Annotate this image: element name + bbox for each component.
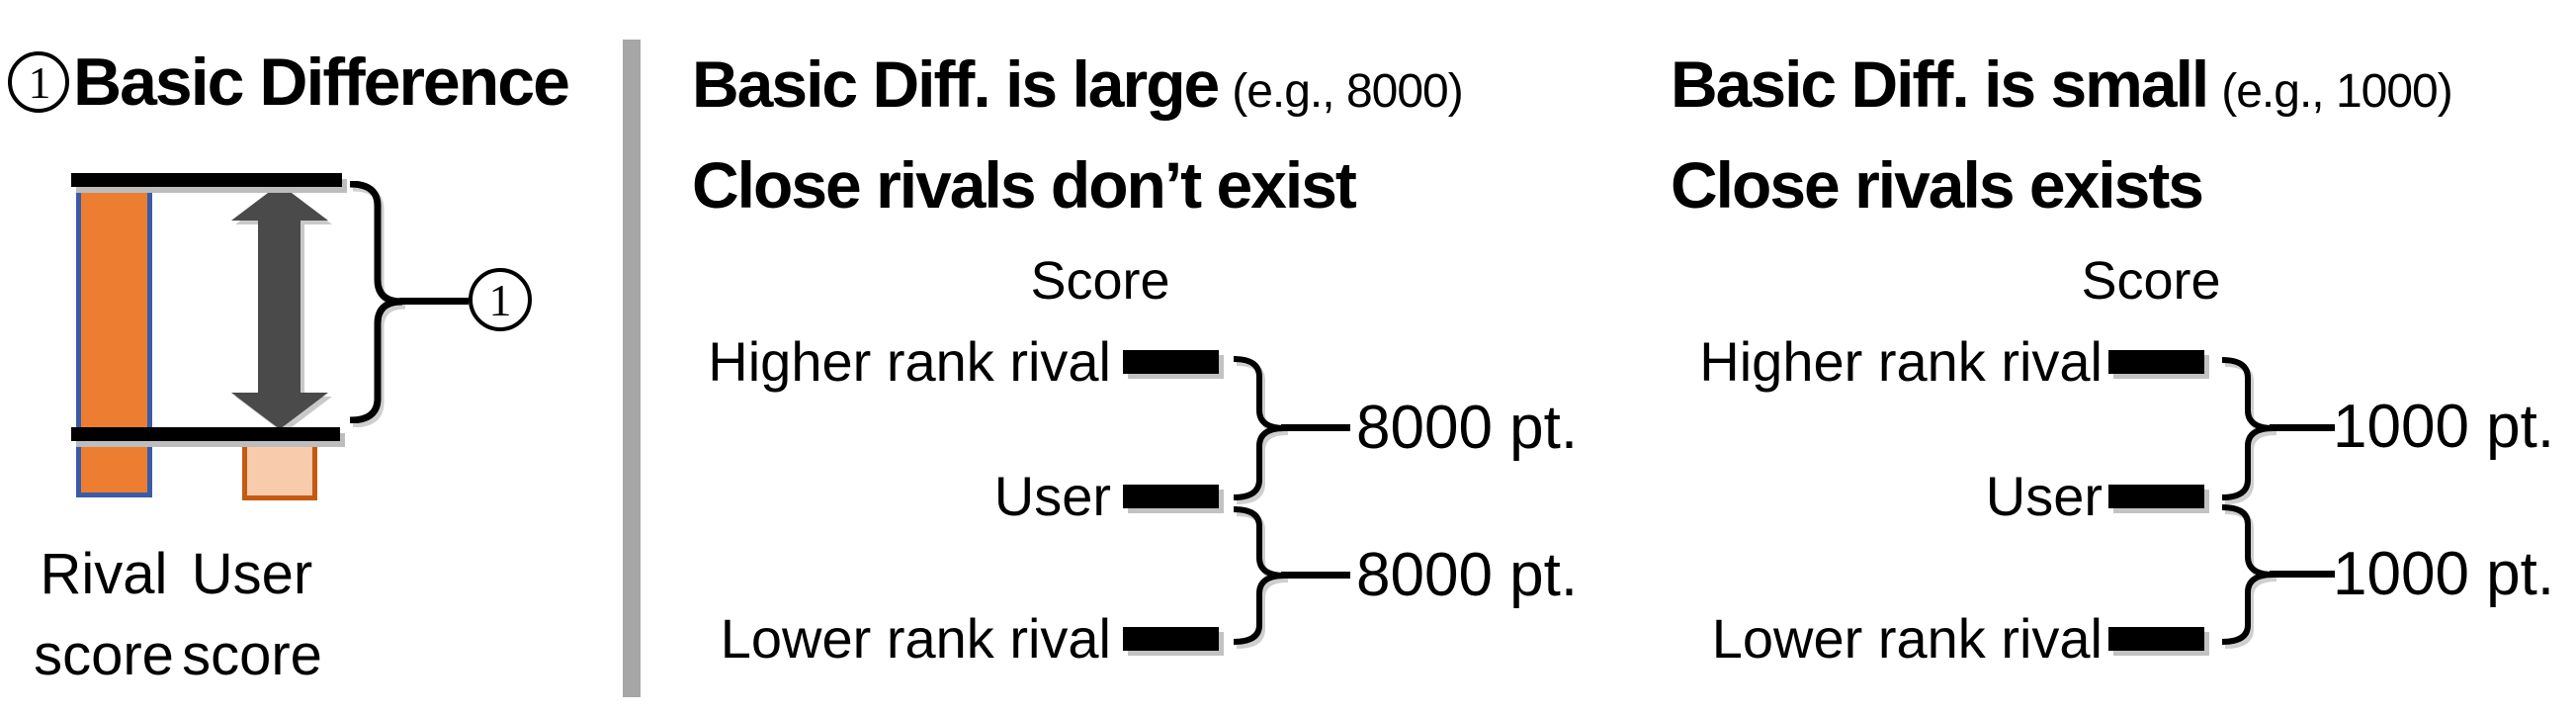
callout-circled-one: 1 xyxy=(469,268,532,331)
middle-lower-rank-rival-label: Lower rank rival xyxy=(720,607,1111,670)
right-title-text: Basic Diff. is small xyxy=(1671,47,2209,121)
middle-lower-rival-score-dash xyxy=(1123,627,1219,651)
user-label-line1: User xyxy=(191,542,313,606)
user-score-label: User score xyxy=(173,534,331,696)
left-panel-title-text: Basic Difference xyxy=(73,45,570,120)
middle-user-label: User xyxy=(993,465,1111,527)
middle-higher-rank-rival-label: Higher rank rival xyxy=(708,330,1111,393)
left-panel-title: 1 Basic Difference xyxy=(8,44,570,121)
middle-lower-gap-connector xyxy=(1281,572,1350,579)
right-higher-rank-rival-label: Higher rank rival xyxy=(1699,330,2103,393)
middle-subtitle: Close rivals don’t exist xyxy=(692,148,1357,222)
right-panel-title: Basic Diff. is small(e.g., 1000) Close r… xyxy=(1671,38,2453,232)
right-title-note: (e.g., 1000) xyxy=(2221,65,2452,118)
user-score-level-line xyxy=(71,427,340,441)
middle-higher-rival-score-dash xyxy=(1123,350,1219,374)
right-user-label: User xyxy=(1985,465,2103,527)
right-lower-rival-score-dash xyxy=(2108,627,2204,651)
vertical-divider xyxy=(623,40,641,697)
middle-upper-gap-brace-icon xyxy=(1233,356,1286,500)
rival-score-bar xyxy=(76,187,152,497)
right-upper-gap-brace-icon xyxy=(2221,357,2275,500)
right-higher-rival-score-dash xyxy=(2108,350,2204,374)
right-subtitle: Close rivals exists xyxy=(1671,148,2204,222)
right-user-score-dash xyxy=(2108,485,2204,508)
rival-label-line2: score xyxy=(34,623,174,687)
middle-user-score-dash xyxy=(1123,485,1219,508)
difference-brace-icon xyxy=(349,181,403,423)
middle-lower-gap-value: 8000 pt. xyxy=(1356,541,1579,609)
middle-title-text: Basic Diff. is large xyxy=(692,47,1220,121)
right-upper-gap-connector xyxy=(2270,424,2335,431)
double-arrow-icon xyxy=(231,184,328,429)
right-score-axis-label: Score xyxy=(2081,251,2221,311)
middle-title-line1: Basic Diff. is large(e.g., 8000) xyxy=(692,38,1464,138)
rival-score-label: Rival score xyxy=(15,534,193,696)
right-title-line1: Basic Diff. is small(e.g., 1000) xyxy=(1671,38,2453,138)
right-lower-rank-rival-label: Lower rank rival xyxy=(1711,607,2103,670)
middle-score-axis-label: Score xyxy=(1030,251,1170,311)
middle-upper-gap-connector xyxy=(1281,424,1350,431)
circled-one-icon: 1 xyxy=(8,51,69,113)
rival-label-line1: Rival xyxy=(40,542,168,606)
right-lower-gap-brace-icon xyxy=(2221,504,2275,645)
middle-panel-title: Basic Diff. is large(e.g., 8000) Close r… xyxy=(692,38,1464,232)
middle-title-note: (e.g., 8000) xyxy=(1232,65,1463,118)
right-lower-gap-connector xyxy=(2270,571,2335,578)
user-label-line2: score xyxy=(182,623,322,687)
callout-connector-line xyxy=(399,298,469,305)
rival-score-level-line xyxy=(71,173,342,187)
right-upper-gap-value: 1000 pt. xyxy=(2333,393,2555,461)
right-lower-gap-value: 1000 pt. xyxy=(2333,540,2555,608)
user-score-bar xyxy=(242,435,317,500)
middle-upper-gap-value: 8000 pt. xyxy=(1356,394,1579,462)
middle-lower-gap-brace-icon xyxy=(1233,506,1286,645)
